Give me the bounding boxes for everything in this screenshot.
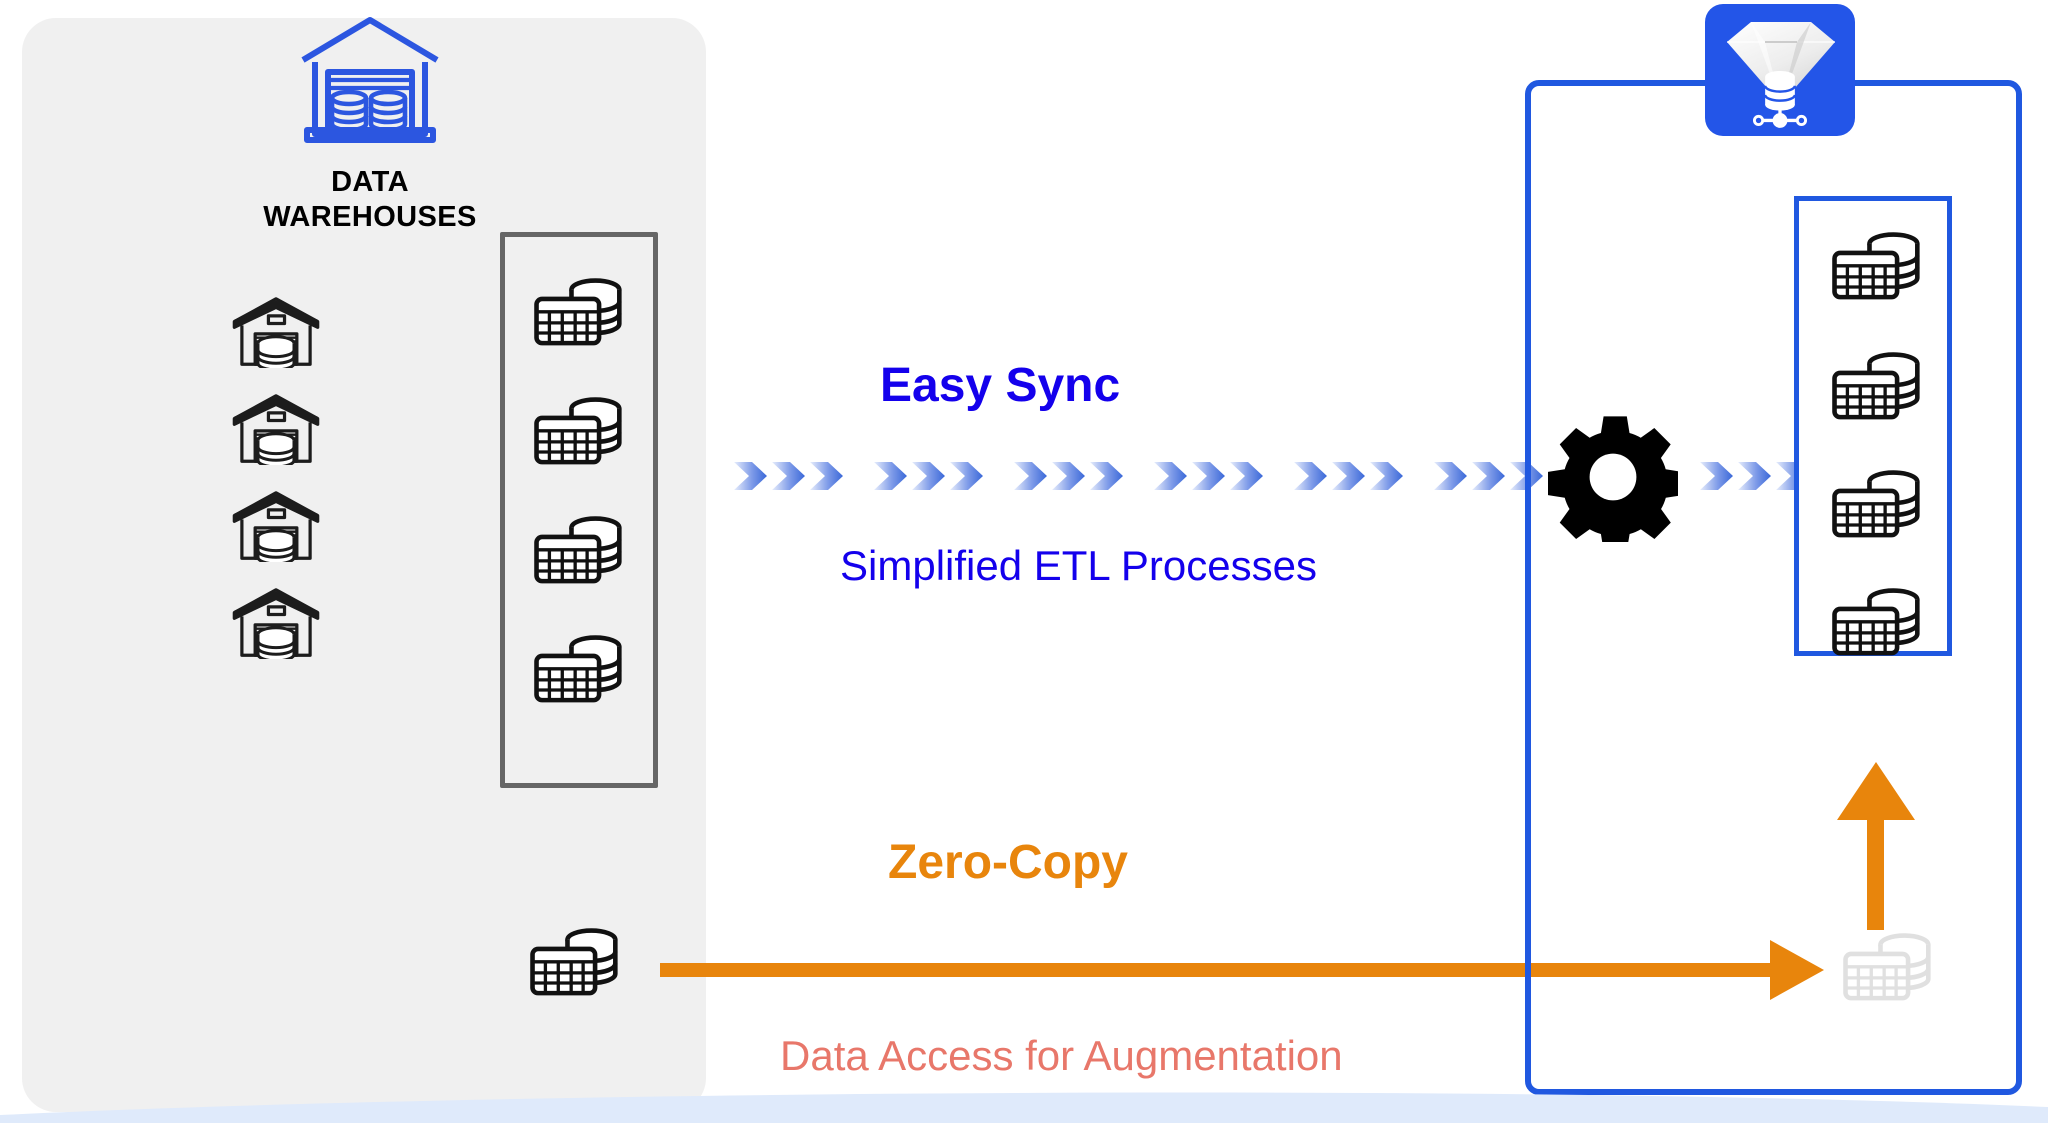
warehouse-database-icon <box>228 587 324 659</box>
augmentation-up-arrow-head <box>1837 762 1915 820</box>
zero-copy-arrow-line <box>660 963 1790 977</box>
easy-sync-title: Easy Sync <box>880 359 1121 412</box>
zero-copy-title: Zero-Copy <box>888 836 1128 889</box>
table-database-icon <box>531 630 623 704</box>
data-warehouses-label-line2: WAREHOUSES <box>263 201 477 234</box>
warehouse-database-icon <box>228 393 324 465</box>
data-warehouses-label: DATA WAREHOUSES <box>180 165 560 236</box>
data-warehouses-label-line1: DATA <box>331 166 409 198</box>
easy-sync-chevron-track <box>734 460 1574 492</box>
table-database-icon <box>531 392 623 466</box>
table-database-icon <box>1829 347 1921 421</box>
diamond-database-logo <box>1705 4 1855 136</box>
zero-copy-arrow-head <box>1770 940 1824 1000</box>
table-database-ghost-icon <box>1840 928 1932 1002</box>
warehouse-database-icon <box>228 490 324 562</box>
table-database-icon <box>531 273 623 347</box>
zero-copy-source-table-icon <box>527 923 619 997</box>
warehouse-database-icon <box>228 296 324 368</box>
platform-tables-box <box>1794 196 1952 656</box>
table-database-icon <box>1829 227 1921 301</box>
warehouse-icon-list <box>228 296 338 684</box>
table-database-icon <box>531 511 623 585</box>
simplified-etl-subtitle: Simplified ETL Processes <box>840 542 1317 589</box>
table-database-icon <box>1829 465 1921 539</box>
table-database-icon <box>1829 583 1921 657</box>
data-warehouse-icon <box>295 14 445 144</box>
augmentation-up-arrow-line <box>1867 800 1884 930</box>
data-access-subtitle: Data Access for Augmentation <box>780 1032 1343 1079</box>
source-tables-box <box>500 232 658 788</box>
